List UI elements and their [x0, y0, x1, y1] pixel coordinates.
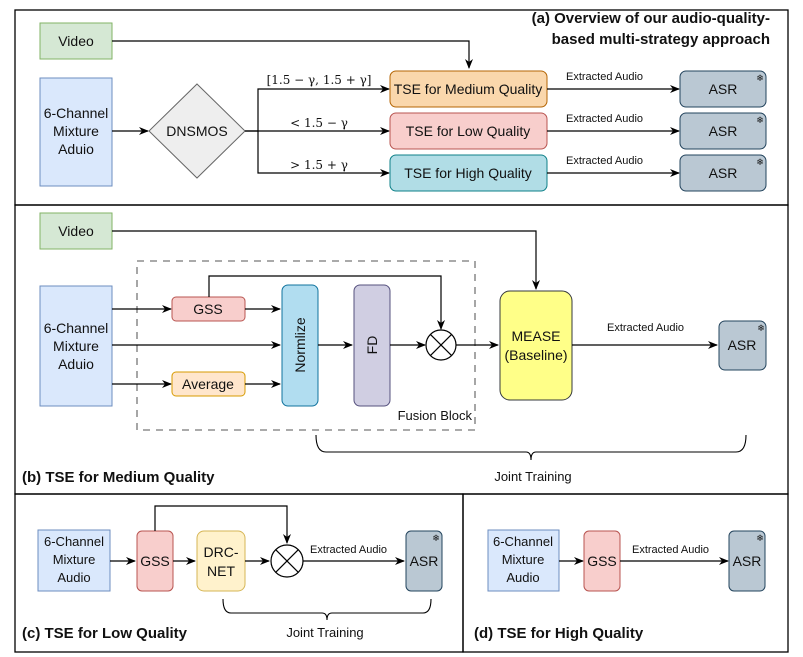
mixture-label-1: 6-Channel	[44, 105, 109, 121]
mixture-label-d-1: 6-Channel	[493, 534, 553, 549]
panel-c: 6-Channel Mixture Audio GSS DRC- NET Ext…	[22, 505, 443, 642]
frozen-snowflake-icon: ❄	[756, 533, 764, 543]
frozen-snowflake-icon: ❄	[756, 115, 764, 125]
multiply-icon	[270, 544, 304, 578]
extracted-audio-label-d: Extracted Audio	[632, 544, 709, 556]
video-label: Video	[58, 33, 94, 49]
mease-label-1: MEASE	[511, 328, 560, 344]
extracted-audio-label-3: Extracted Audio	[566, 155, 643, 167]
panel-c-title: (c) TSE for Low Quality	[22, 625, 188, 642]
asr-label-d: ASR	[733, 553, 762, 569]
frozen-snowflake-icon: ❄	[756, 73, 764, 83]
asr-label-b: ASR	[728, 337, 757, 353]
tse-low-label: TSE for Low Quality	[406, 123, 531, 139]
panel-b: Video 6-Channel Mixture Aduio Fusion Blo…	[22, 212, 767, 486]
video-label-b: Video	[58, 223, 94, 239]
joint-training-label-c: Joint Training	[286, 625, 363, 640]
joint-training-brace-c	[222, 598, 432, 621]
condition-high: > 1.5 + γ	[290, 158, 348, 172]
panel-d: 6-Channel Mixture Audio GSS Extracted Au…	[474, 529, 766, 642]
asr-box-low	[679, 112, 767, 150]
condition-medium: [1.5 − γ, 1.5 + γ]	[267, 73, 372, 87]
average-label: Average	[182, 376, 234, 392]
asr-label-3: ASR	[709, 165, 738, 181]
video-box-b	[39, 212, 113, 250]
fusion-block-label: Fusion Block	[398, 408, 473, 423]
multiply-icon	[425, 329, 457, 361]
mixture-audio-box-d	[487, 529, 560, 592]
arrow-gss-skip-multiply	[208, 275, 445, 330]
joint-training-brace-b	[315, 434, 747, 461]
mixture-label-c-1: 6-Channel	[44, 534, 104, 549]
arrow-gss-skip-multiply-c	[154, 505, 291, 544]
dnsmos-decision	[148, 83, 246, 179]
extracted-audio-label-c: Extracted Audio	[310, 544, 387, 556]
frozen-snowflake-icon: ❄	[757, 323, 765, 333]
extracted-audio-label-2: Extracted Audio	[566, 113, 643, 125]
drcnet-label-1: DRC-	[204, 544, 239, 560]
gss-label-c: GSS	[140, 553, 170, 569]
panel-a: (a) Overview of our audio-quality- based…	[39, 10, 770, 192]
joint-training-label-b: Joint Training	[494, 469, 571, 484]
panel-a-title-line1: (a) Overview of our audio-quality-	[532, 10, 770, 27]
gss-label-b: GSS	[193, 301, 223, 317]
mixture-label-d-2: Mixture	[502, 552, 545, 567]
frozen-snowflake-icon: ❄	[432, 533, 440, 543]
mixture-label-d-3: Audio	[506, 570, 539, 585]
gss-label-d: GSS	[587, 553, 617, 569]
mixture-audio-box	[39, 77, 113, 187]
panel-b-title: (b) TSE for Medium Quality	[22, 469, 215, 486]
panel-a-title-line2: based multi-strategy approach	[552, 31, 770, 48]
tse-medium-label: TSE for Medium Quality	[394, 81, 543, 97]
mixture-audio-box-c	[37, 529, 111, 592]
mixture-label-b-2: Mixture	[53, 338, 99, 354]
tse-high-label: TSE for High Quality	[404, 165, 532, 181]
asr-box-medium	[679, 70, 767, 108]
mease-label-2: (Baseline)	[504, 347, 567, 363]
condition-low: < 1.5 − γ	[290, 116, 348, 130]
drcnet-label-2: NET	[207, 563, 235, 579]
mixture-label-b-3: Aduio	[58, 356, 94, 372]
mixture-label-3: Aduio	[58, 141, 94, 157]
mease-box	[499, 290, 573, 401]
frozen-snowflake-icon: ❄	[756, 157, 764, 167]
dnsmos-label: DNSMOS	[166, 123, 227, 139]
asr-box-high	[679, 154, 767, 192]
video-box	[39, 22, 113, 60]
arrow-video-mease	[112, 230, 540, 290]
panel-d-title: (d) TSE for High Quality	[474, 625, 644, 642]
mixture-label-c-3: Audio	[57, 570, 90, 585]
drcnet-box	[196, 530, 246, 592]
fd-label: FD	[364, 336, 380, 355]
arrow-video-medium	[112, 40, 473, 69]
asr-label-c: ASR	[410, 553, 439, 569]
arrow-to-high	[257, 131, 390, 177]
mixture-label-c-2: Mixture	[53, 552, 96, 567]
panel-d-border	[462, 493, 789, 653]
asr-box-d	[728, 530, 766, 592]
mixture-label-b-1: 6-Channel	[44, 320, 109, 336]
extracted-audio-label-b: Extracted Audio	[607, 322, 684, 334]
normalize-label: Normlize	[292, 317, 308, 372]
asr-box-b	[718, 320, 767, 371]
asr-box-c	[405, 530, 443, 592]
asr-label-1: ASR	[709, 81, 738, 97]
mixture-label-2: Mixture	[53, 123, 99, 139]
panel-b-border	[14, 204, 789, 495]
mixture-audio-box-b	[39, 285, 113, 407]
extracted-audio-label-1: Extracted Audio	[566, 71, 643, 83]
asr-label-2: ASR	[709, 123, 738, 139]
